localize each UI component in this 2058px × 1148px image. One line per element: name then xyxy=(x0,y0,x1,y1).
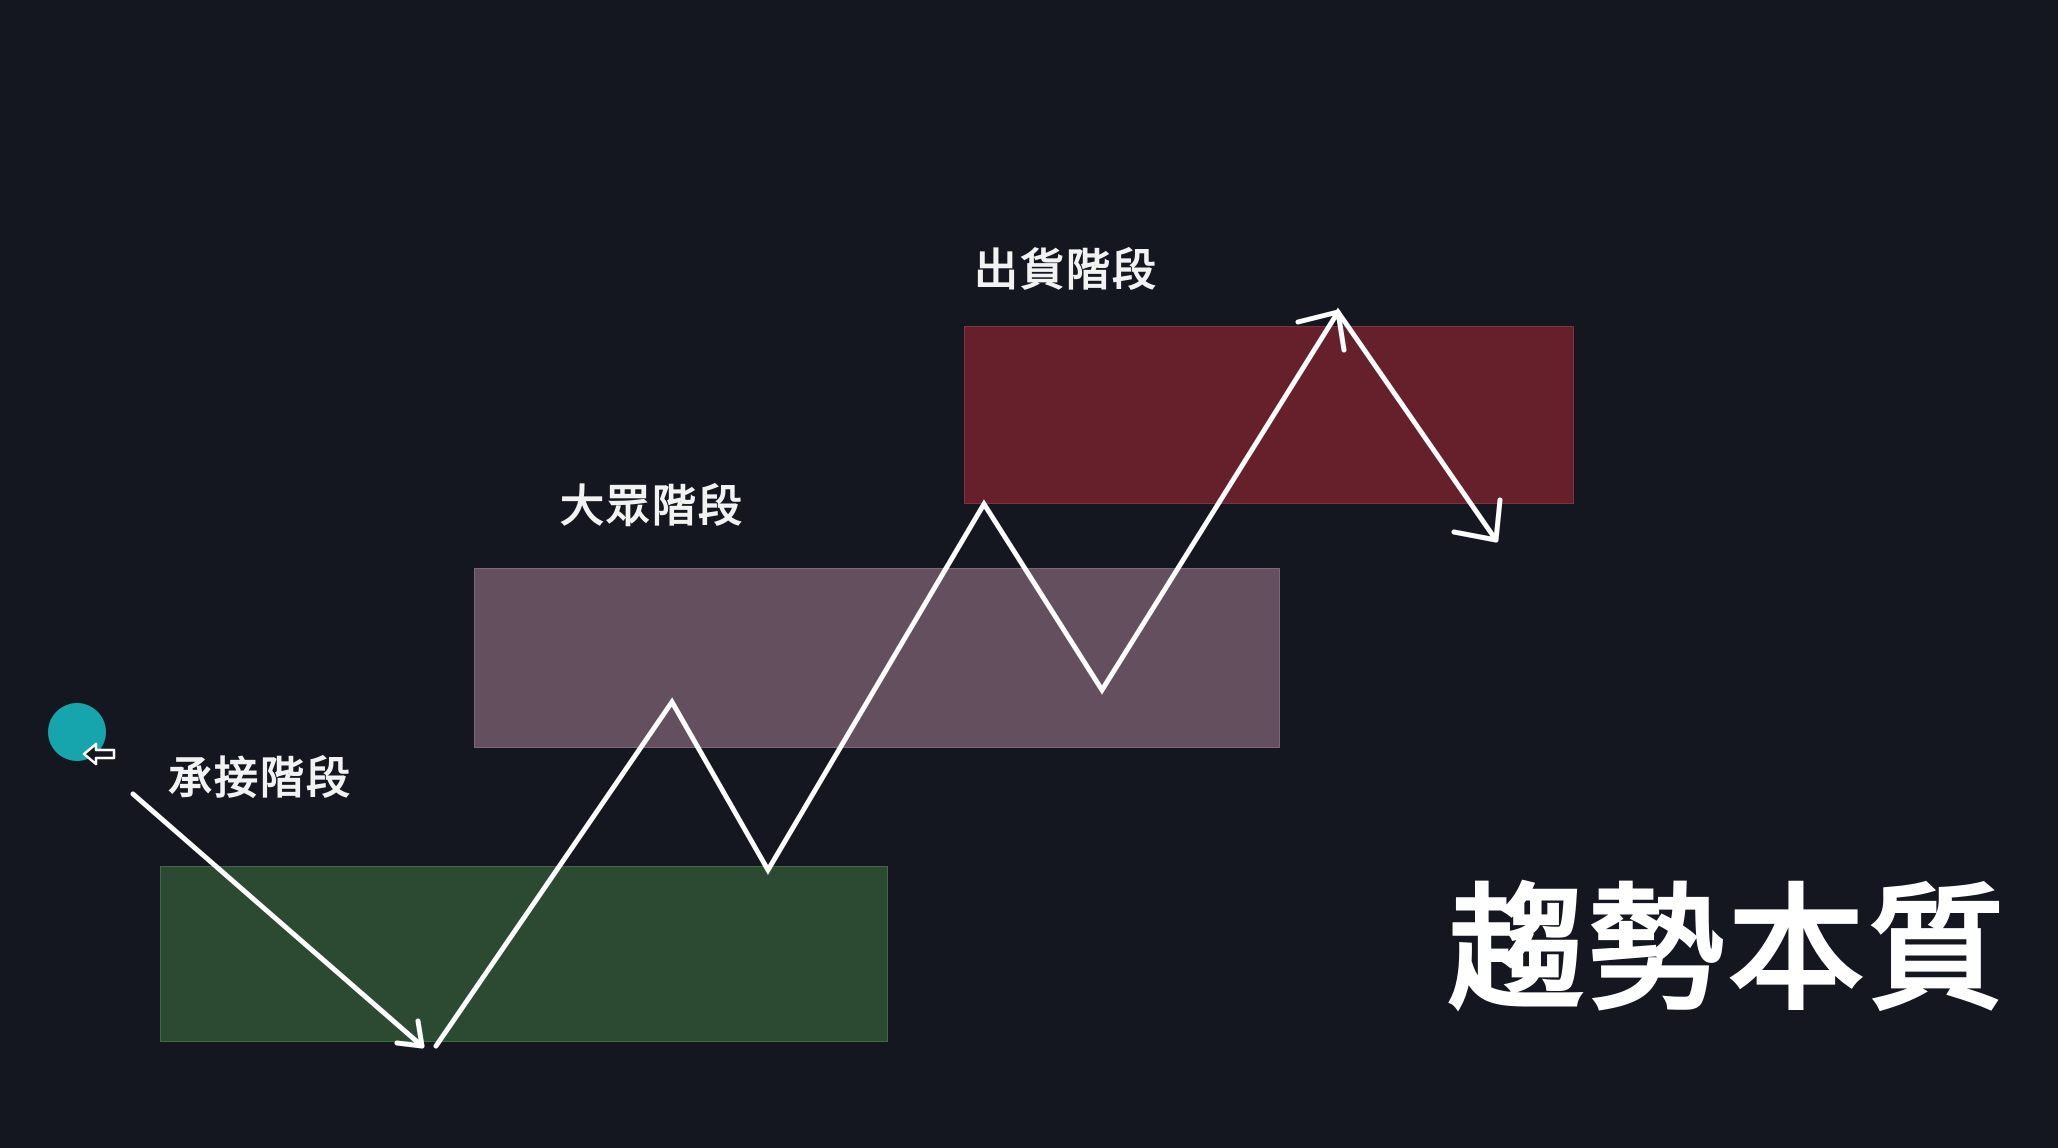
accumulation-zone xyxy=(160,866,888,1042)
top-peak-arrowhead xyxy=(1295,309,1347,353)
decline-arrow xyxy=(130,791,425,1049)
accumulation-label: 承接階段 xyxy=(168,753,352,804)
trend-zigzag xyxy=(433,307,1499,1049)
distribution-label: 出貨階段 xyxy=(974,245,1158,296)
distribution-zone xyxy=(964,326,1574,504)
decline-arrowhead xyxy=(394,1018,425,1049)
end-arrowhead xyxy=(1451,497,1503,543)
public-zone xyxy=(474,568,1280,748)
pointer-hand-icon xyxy=(82,742,116,766)
public-label: 大眾階段 xyxy=(560,481,744,532)
main-title: 趨勢本質 xyxy=(1448,872,2008,1030)
